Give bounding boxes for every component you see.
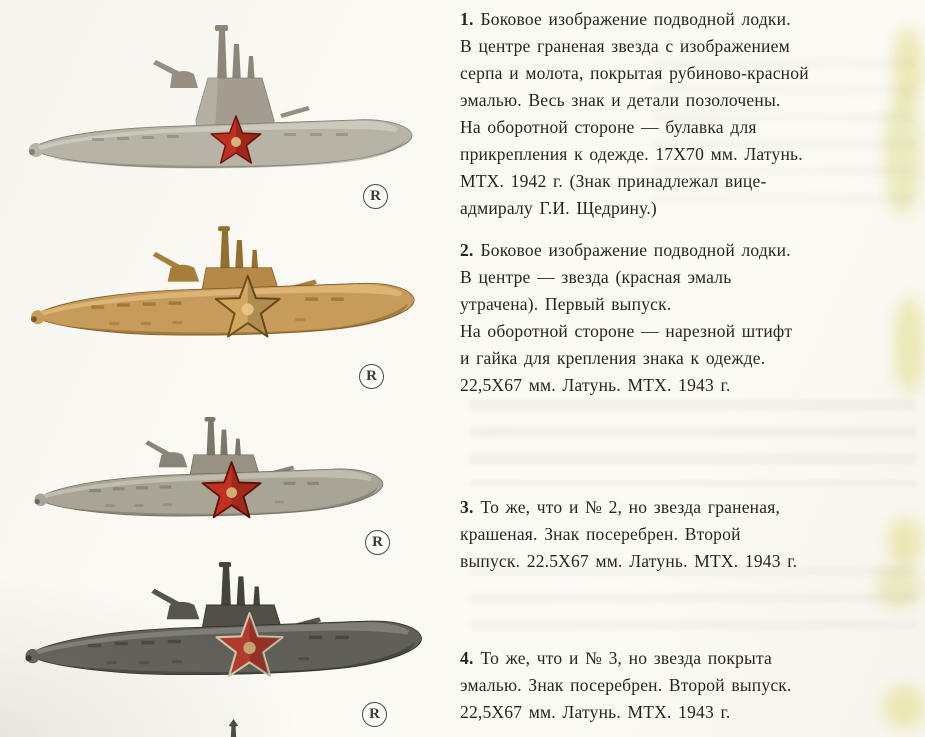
page-bleed-through: [470, 400, 916, 486]
entry-number: 2.: [460, 240, 474, 260]
submarine-badge-3-image: [30, 417, 390, 534]
entry-text-line: 22,5X67 мм. Латунь. МТХ. 1943 г.: [460, 375, 731, 395]
registered-trademark-symbol: R: [365, 530, 390, 555]
page-bleed-through: [470, 566, 916, 634]
entry-text-line: эмалью. Весь знак и детали позолочены.: [460, 90, 781, 110]
entry-text-line: 22,5X67 мм. Латунь. МТХ. 1943 г.: [460, 702, 731, 722]
submarine-badge-photo-3: [30, 417, 390, 534]
registered-trademark-symbol: R: [362, 702, 387, 727]
entry-text-line: эмалью. Знак посеребрен. Второй выпуск.: [460, 675, 792, 695]
entry-text-line: То же, что и № 3, но звезда покрыта: [480, 648, 773, 668]
entry-text-line: утрачена). Первый выпуск.: [460, 294, 672, 314]
submarine-badge-1-image: [22, 22, 422, 182]
next-badge-mast-tip: [228, 719, 239, 737]
entry-text-line: МТХ. 1942 г. (Знак принадлежал вице-: [460, 171, 767, 191]
entry-text-line: В центре граненая звезда с изображением: [460, 36, 790, 56]
submarine-badge-4-image: [20, 562, 430, 695]
submarine-badge-photo-4: [20, 562, 430, 695]
entry-text-line: адмиралу Г.И. Щедрину.): [460, 198, 657, 218]
submarine-badge-photo-2: [26, 226, 422, 355]
submarine-badge-photo-1: [22, 22, 422, 182]
entry-text-line: Боковое изображение подводной лодки.: [480, 240, 791, 260]
entry-number: 4.: [460, 648, 474, 668]
registered-trademark-symbol: R: [359, 364, 384, 389]
entry-text-line: То же, что и № 2, но звезда граненая,: [480, 497, 781, 517]
entry-text-line: В центре — звезда (красная эмаль: [460, 267, 732, 287]
entry-number: 1.: [460, 9, 474, 29]
entry-text-line: крашеная. Знак посеребрен. Второй: [460, 524, 741, 544]
entry-text-line: На оборотной стороне — булавка для: [460, 117, 757, 137]
entry-text-line: прикрепления к одежде. 17X70 мм. Латунь.: [460, 144, 803, 164]
catalog-entry-4: 4. То же, что и № 3, но звезда покрыта эм…: [460, 645, 922, 726]
entry-text-line: и гайка для крепления знака к одежде.: [460, 348, 766, 368]
entry-number: 3.: [460, 497, 474, 517]
entry-text-line: серпа и молота, покрытая рубиново-красно…: [460, 63, 809, 83]
catalog-entry-3: 3.То же, что и № 2, но звезда граненая, …: [460, 494, 922, 575]
catalog-entry-2: 2. Боковое изображение подводной лодки. В…: [460, 237, 922, 399]
entry-text-line: Боковое изображение подводной лодки.: [480, 9, 791, 29]
catalog-entry-1: 1. Боковое изображение подводной лодки. В…: [460, 6, 922, 222]
registered-trademark-symbol: R: [363, 184, 388, 209]
submarine-badge-2-image: [26, 226, 422, 355]
entry-text-line: выпуск. 22.5X67 мм. Латунь. МТХ. 1943 г.: [460, 551, 798, 571]
entry-text-line: На оборотной стороне — нарезной штифт: [460, 321, 793, 341]
